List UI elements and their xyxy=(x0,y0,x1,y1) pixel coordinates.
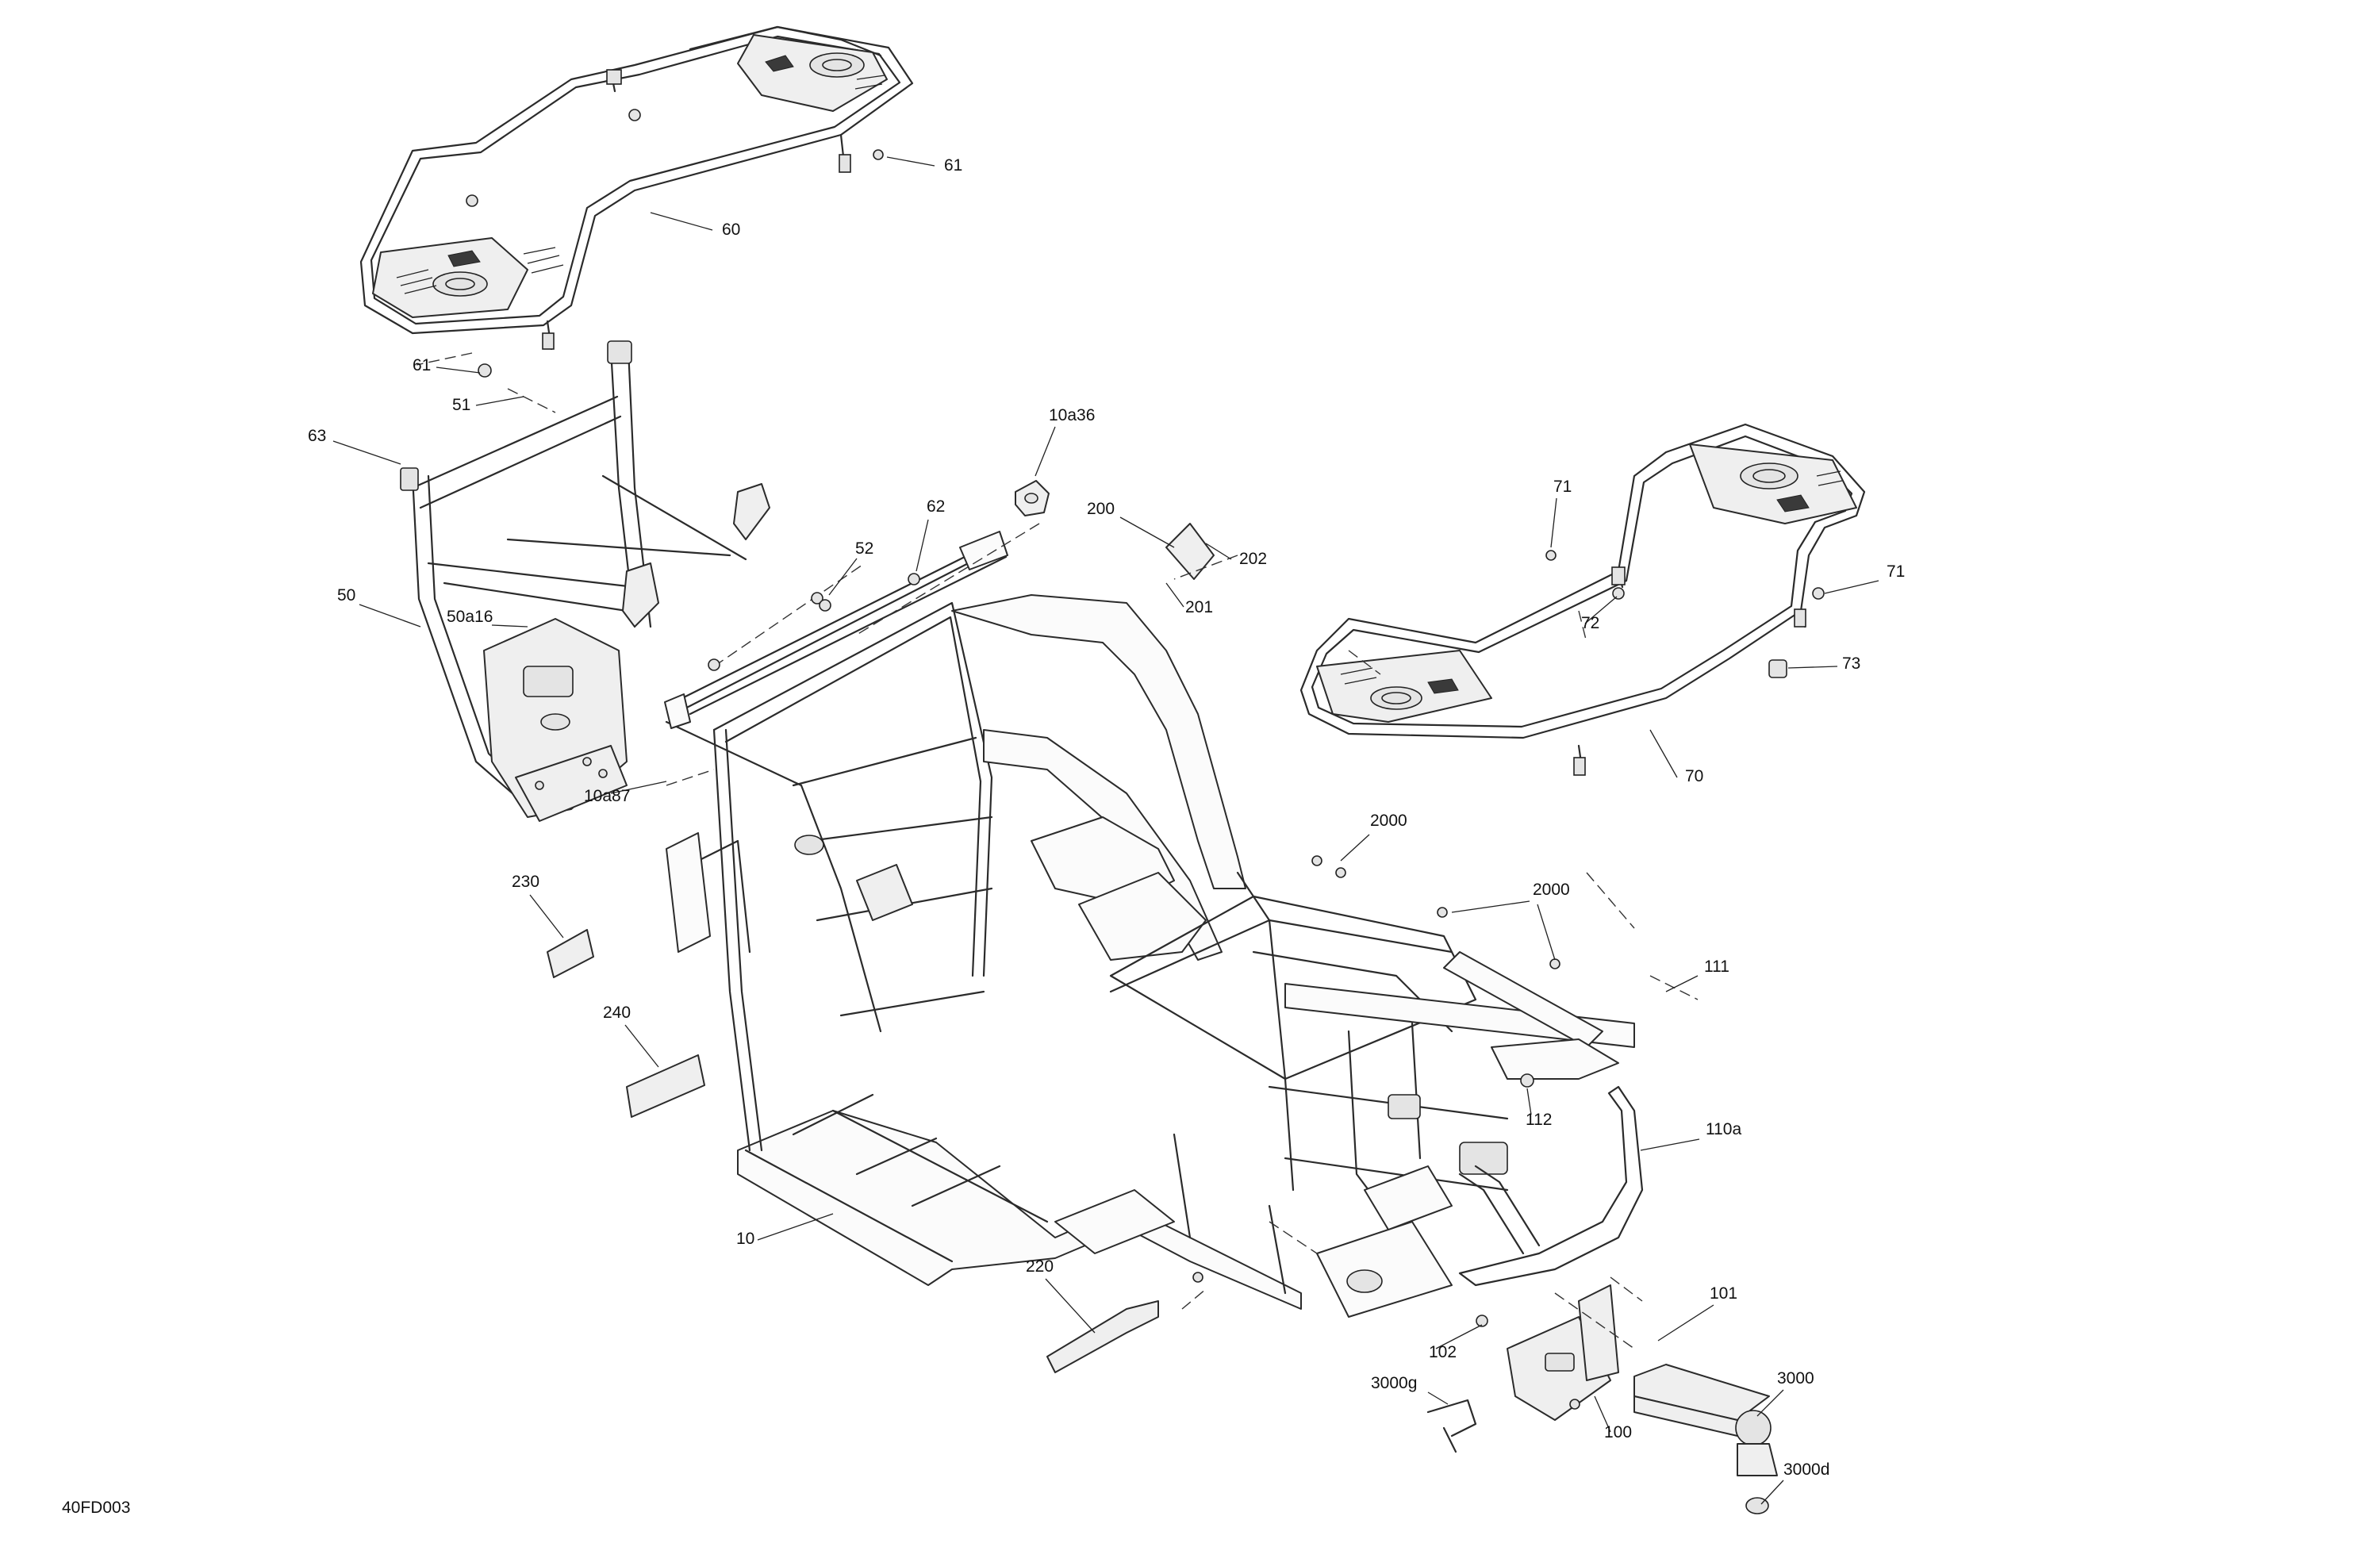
callout-c62: 62 xyxy=(927,497,945,516)
callout-c2000b: 2000 xyxy=(1533,881,1570,899)
receiver-3000 xyxy=(1633,1364,1778,1514)
callout-c63: 63 xyxy=(308,427,326,445)
callout-c202: 202 xyxy=(1239,550,1267,568)
callout-c101: 101 xyxy=(1710,1284,1737,1303)
guard-220 xyxy=(1046,1300,1159,1373)
callout-c100: 100 xyxy=(1604,1423,1632,1441)
plate-230 xyxy=(547,929,594,978)
callout-c10a87: 10a87 xyxy=(584,787,630,805)
callout-c61b: 61 xyxy=(413,356,431,374)
callout-c112: 112 xyxy=(1526,1111,1552,1129)
callout-c70: 70 xyxy=(1685,767,1703,785)
part-callouts: 61 60 61 51 63 10a36 62 200 202 52 71 71 201 50 50a16 7… xyxy=(308,156,1905,1479)
callout-c110a: 110a xyxy=(1706,1120,1741,1138)
callout-c51: 51 xyxy=(452,396,470,414)
rear-guard-110a xyxy=(1458,1085,1644,1287)
callout-c2000a: 2000 xyxy=(1370,812,1407,830)
callout-c3000g: 3000g xyxy=(1371,1374,1417,1392)
callout-c61a: 61 xyxy=(944,156,962,175)
front-rack-60 xyxy=(359,25,914,351)
callout-c50: 50 xyxy=(337,586,355,605)
leader-lines xyxy=(332,156,1879,1505)
figure-code: 40FD003 xyxy=(62,1499,130,1517)
callout-c71a: 71 xyxy=(1553,478,1572,496)
rack-slots-60 xyxy=(396,75,885,294)
callout-c102: 102 xyxy=(1429,1343,1457,1361)
callout-c3000: 3000 xyxy=(1777,1369,1814,1388)
callout-c220: 220 xyxy=(1026,1257,1054,1276)
callout-c111: 111 xyxy=(1704,958,1729,976)
hitch-bracket-100 xyxy=(1426,1284,1619,1453)
callout-c240: 240 xyxy=(603,1004,631,1022)
plate-240 xyxy=(626,1054,705,1118)
callout-c201: 201 xyxy=(1185,598,1213,616)
callout-c10: 10 xyxy=(736,1230,754,1248)
fasteners xyxy=(466,109,1825,1410)
callout-c3000d: 3000d xyxy=(1783,1460,1829,1479)
callout-c10a36: 10a36 xyxy=(1049,406,1095,424)
callout-c230: 230 xyxy=(512,873,539,891)
callout-c52: 52 xyxy=(855,539,873,558)
front-bumper-50 xyxy=(400,340,770,822)
rear-rack-70 xyxy=(1299,423,1866,776)
callout-c200: 200 xyxy=(1087,500,1115,518)
callout-c73: 73 xyxy=(1842,654,1860,673)
callout-c72: 72 xyxy=(1581,614,1599,632)
callout-c60: 60 xyxy=(722,221,740,239)
bracket-200 xyxy=(1165,523,1215,580)
callout-c71b: 71 xyxy=(1887,562,1905,581)
main-frame-10 xyxy=(664,531,1635,1318)
callout-c50a16: 50a16 xyxy=(447,608,493,626)
